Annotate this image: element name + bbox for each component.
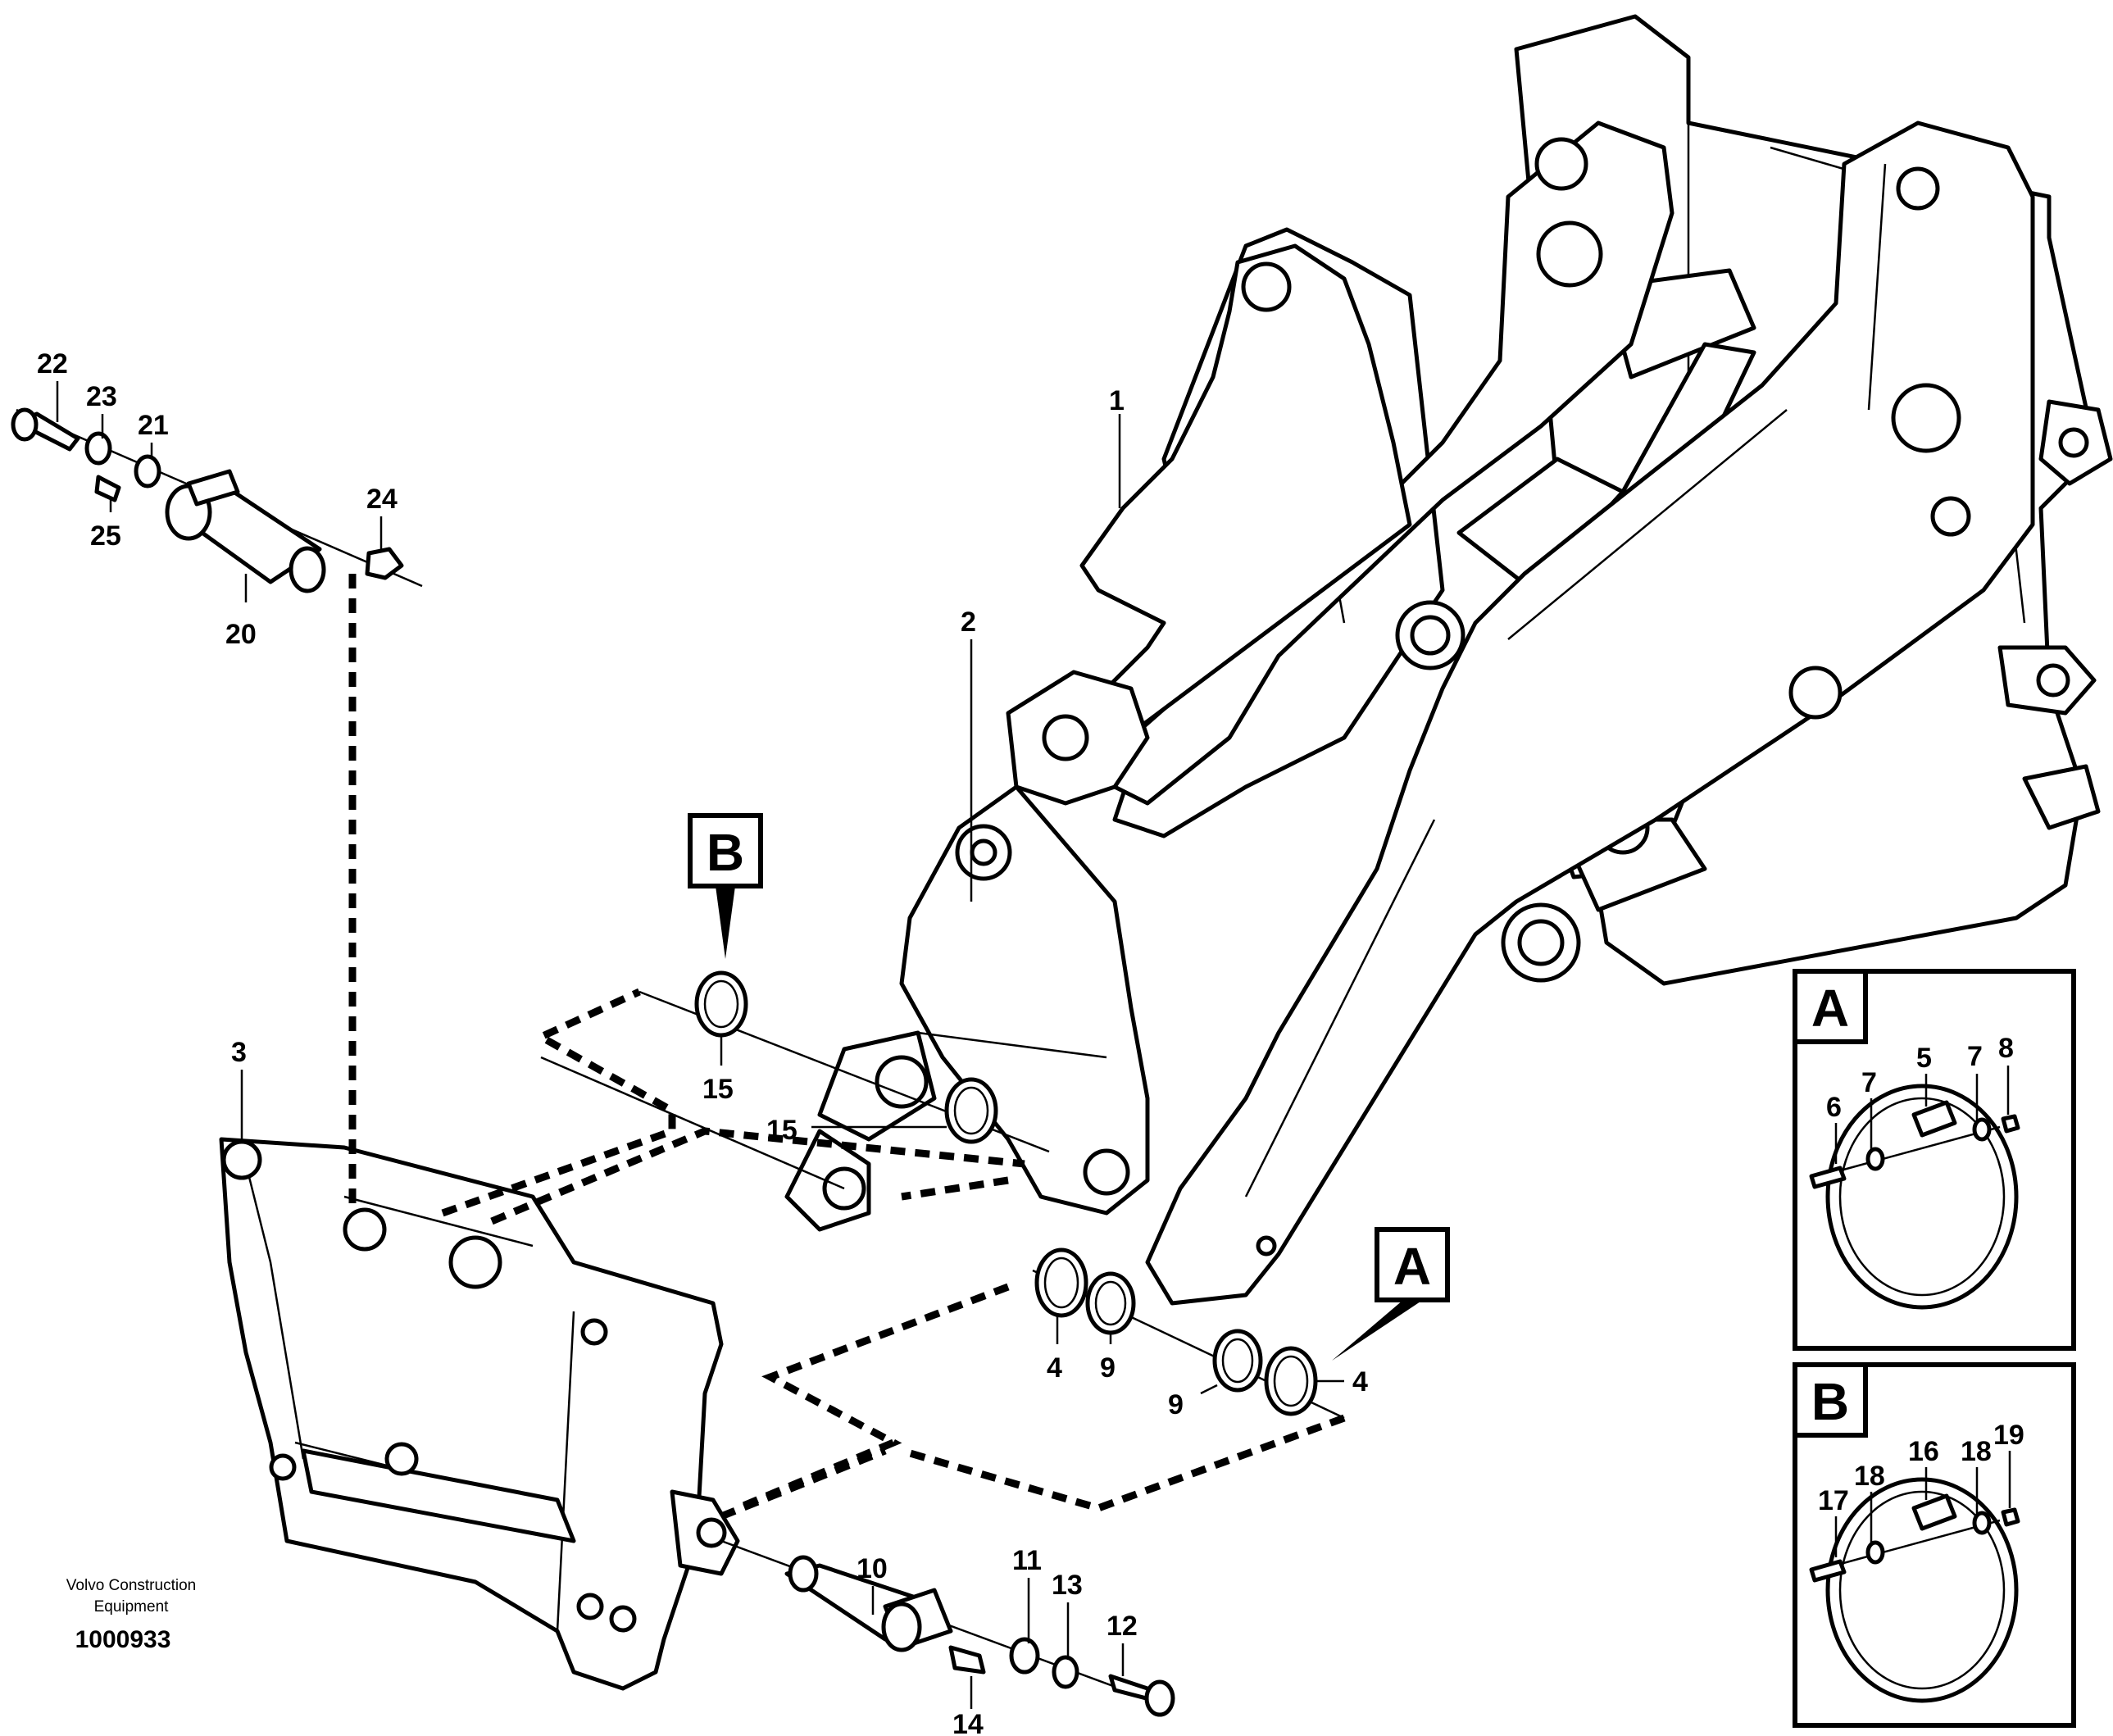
callout-19: 19 [1993, 1420, 2024, 1451]
brand-line-2: Equipment [94, 1598, 170, 1616]
lift-arm-assembly [1112, 14, 2113, 1306]
detail-view-b: B 17 18 16 18 19 [1793, 1362, 2076, 1728]
callout-1: 1 [1109, 385, 1125, 416]
callout-2: 2 [961, 607, 976, 638]
callout-5: 5 [1916, 1043, 1932, 1074]
detail-view-a: A 6 7 5 7 8 [1793, 969, 2076, 1351]
clamp-ring-b [1825, 1477, 2019, 1703]
callout-22: 22 [37, 348, 68, 379]
callout-17: 17 [1818, 1485, 1849, 1516]
callout-9-left: 9 [1100, 1352, 1116, 1384]
callout-6: 6 [1826, 1092, 1842, 1123]
drawing-footer: Volvo Construction Equipment 1000933 [66, 1577, 196, 1653]
detail-a-letter: A [1811, 979, 1849, 1038]
callout-16: 16 [1908, 1436, 1939, 1467]
marker-a-letter: A [1393, 1237, 1431, 1296]
grease-nipple-25 [94, 475, 121, 502]
loose-parts [11, 407, 1318, 1717]
callout-11: 11 [1012, 1545, 1042, 1576]
callout-20: 20 [225, 619, 257, 650]
callout-7-left: 7 [1861, 1067, 1877, 1098]
callout-14: 14 [952, 1709, 984, 1736]
drawing-number: 1000933 [75, 1626, 171, 1653]
callout-24: 24 [366, 484, 398, 515]
callout-21: 21 [138, 410, 169, 441]
clamp-ring-a [1825, 1084, 2019, 1310]
brand-line-1: Volvo Construction [66, 1577, 196, 1594]
callout-12: 12 [1106, 1611, 1138, 1642]
leader-lines [56, 381, 1344, 1709]
callout-4-left: 4 [1047, 1352, 1062, 1384]
washer-13 [1052, 1655, 1079, 1689]
callout-18-left: 18 [1854, 1461, 1885, 1492]
callout-8: 8 [1998, 1033, 2014, 1064]
callout-10: 10 [857, 1553, 888, 1584]
washer-11 [1009, 1637, 1040, 1675]
callout-13: 13 [1052, 1570, 1083, 1601]
section-marker-a: A [1332, 1227, 1450, 1361]
section-marker-b: B [688, 813, 763, 959]
washer-23 [84, 431, 112, 466]
callout-15-lower: 15 [766, 1115, 797, 1146]
detail-b-letter: B [1811, 1372, 1849, 1431]
callout-4-right: 4 [1352, 1366, 1368, 1397]
quick-coupler [219, 1137, 740, 1691]
tilt-linkage [784, 243, 1412, 1232]
callout-18-right: 18 [1961, 1436, 1992, 1467]
callout-15-upper: 15 [702, 1074, 734, 1105]
assembly-guide-lines [348, 574, 1346, 1520]
grease-nipple-14 [948, 1645, 986, 1675]
callout-23: 23 [86, 381, 117, 412]
callouts: 1 2 3 15 15 4 9 9 4 10 11 13 12 14 20 22… [37, 348, 1368, 1736]
marker-b-letter: B [707, 823, 744, 882]
callout-7-right: 7 [1967, 1041, 1983, 1072]
callout-25: 25 [90, 520, 121, 552]
callout-3: 3 [231, 1037, 247, 1068]
callout-9-right: 9 [1168, 1389, 1184, 1420]
washer-21 [134, 454, 161, 489]
nut-24 [365, 547, 404, 580]
